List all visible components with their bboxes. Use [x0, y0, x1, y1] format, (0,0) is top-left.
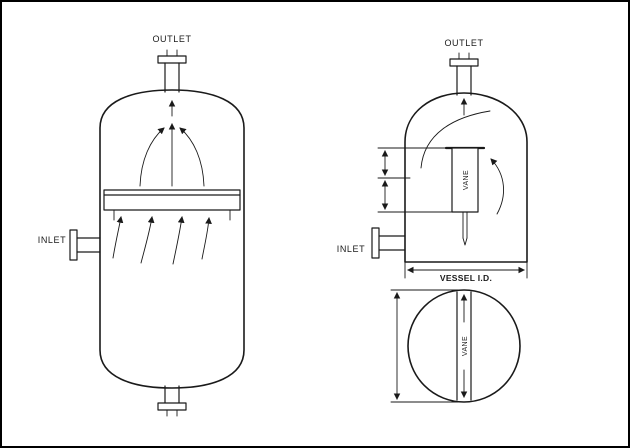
left-vessel-elevation: OUTLET	[38, 34, 245, 417]
section-vane-label: VANE	[462, 336, 469, 356]
section-shell-circle	[407, 289, 521, 403]
left-inlet-nozzle	[69, 229, 101, 261]
section-diameter-dimension	[390, 289, 459, 403]
left-inlet-label: INLET	[38, 235, 67, 245]
vane-separator: VANE	[444, 146, 486, 246]
right-inlet-label: INLET	[337, 244, 366, 254]
upper-flow-arrows	[139, 99, 205, 187]
left-outlet-nozzle	[157, 49, 187, 93]
mesh-pad	[103, 189, 241, 221]
right-flow-arrows	[420, 110, 504, 215]
right-outlet-nozzle	[449, 52, 479, 96]
vessel-id-label: VESSEL I.D.	[440, 273, 492, 283]
section-vane: VANE	[456, 291, 472, 401]
vane-dimension-arrows	[377, 147, 453, 213]
right-inlet-nozzle	[371, 227, 406, 259]
left-outlet-label: OUTLET	[152, 34, 191, 44]
vessel-cross-section: VANE	[390, 289, 521, 403]
right-vessel-elevation: OUTLET VANE	[337, 38, 528, 283]
right-vessel-shell	[404, 92, 528, 263]
vessel-id-dimension: VESSEL I.D.	[404, 261, 528, 283]
lower-flow-arrows	[112, 215, 212, 265]
left-drain-nozzle	[157, 385, 187, 417]
vane-label: VANE	[463, 170, 470, 190]
left-vessel-shell	[99, 89, 245, 389]
right-outlet-label: OUTLET	[444, 38, 483, 48]
